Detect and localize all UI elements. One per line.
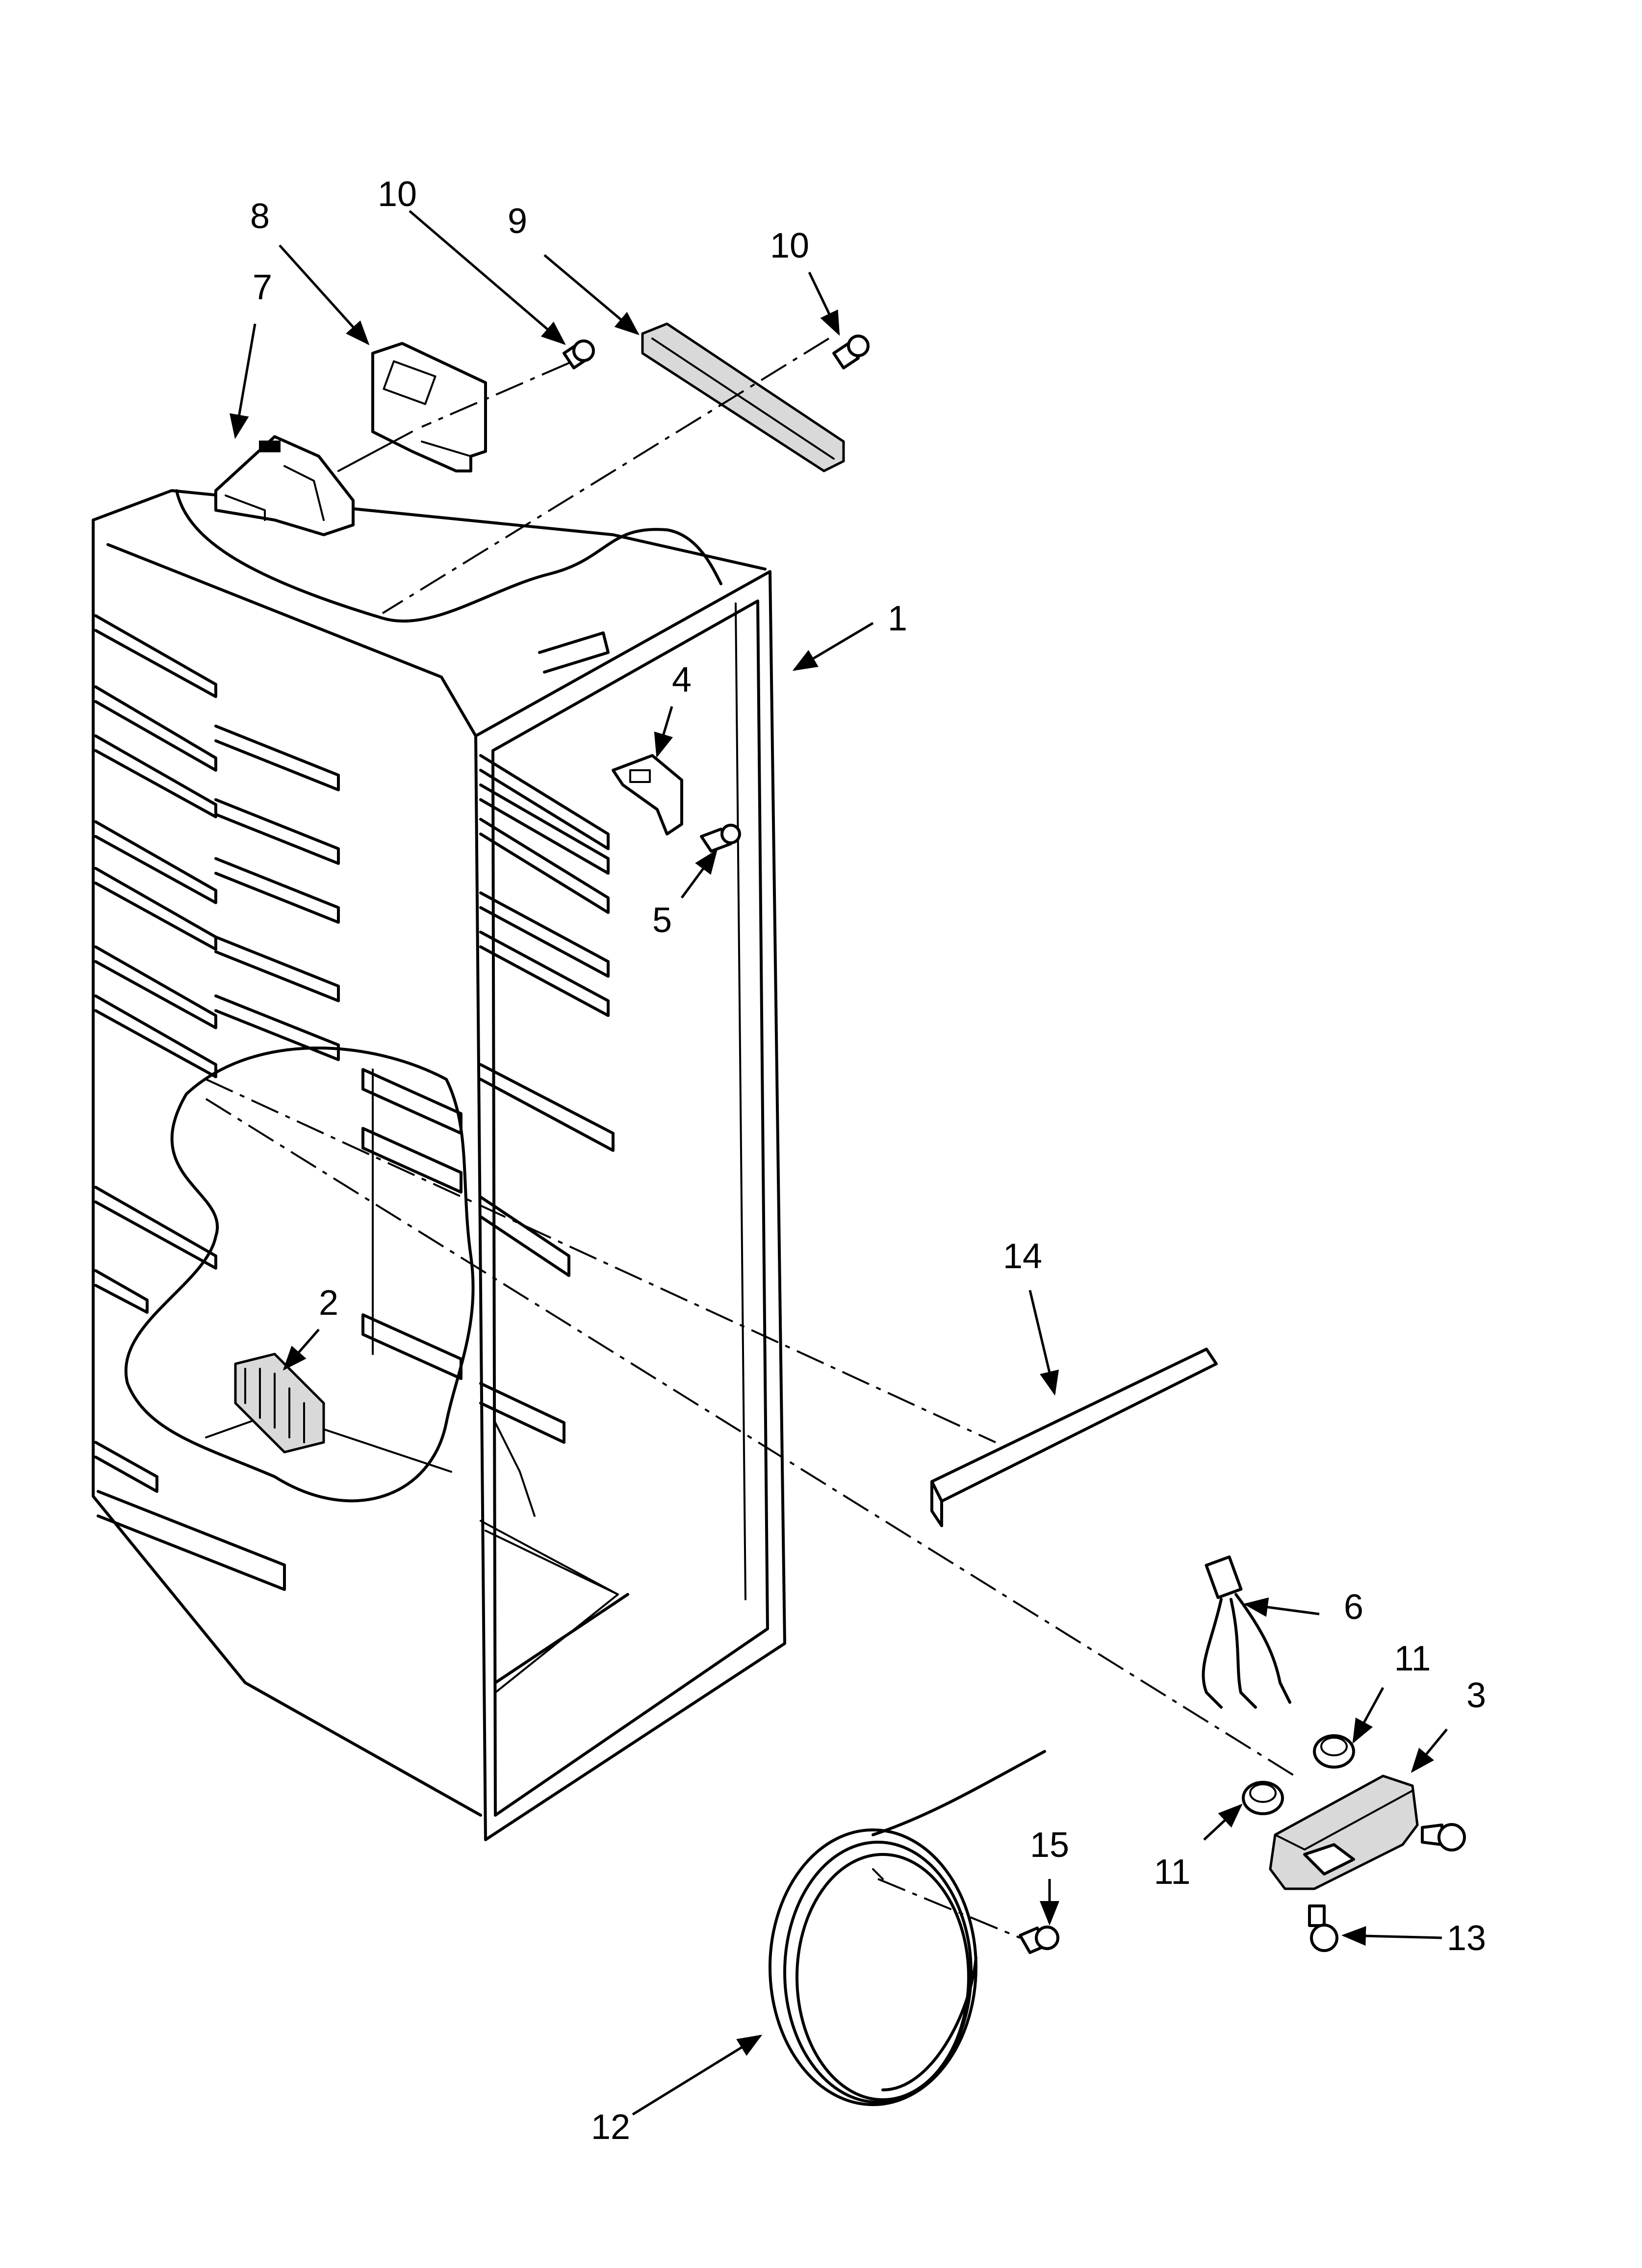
callout-4: 4 xyxy=(672,660,692,700)
light-screw-upper xyxy=(1421,1823,1466,1851)
light-screw-lower xyxy=(1308,1904,1338,1952)
callout-11-lower: 11 xyxy=(1154,1852,1191,1892)
alignment-lines xyxy=(205,338,1296,1939)
callout-6: 6 xyxy=(1344,1588,1363,1627)
callout-14: 14 xyxy=(1003,1237,1042,1276)
vent-grille xyxy=(234,1353,325,1454)
callout-15: 15 xyxy=(1030,1825,1069,1865)
callout-1: 1 xyxy=(888,599,907,638)
right-shelf-rails xyxy=(479,631,615,1444)
callout-10-right: 10 xyxy=(770,226,809,265)
callout-7: 7 xyxy=(253,268,272,307)
grommet-upper xyxy=(1313,1734,1355,1769)
cover-strip xyxy=(930,1348,1218,1527)
inner-rails xyxy=(205,1068,462,1473)
callout-3: 3 xyxy=(1466,1676,1486,1715)
screw-upper-right xyxy=(832,335,870,369)
light-housing xyxy=(1269,1774,1419,1890)
callout-2: 2 xyxy=(319,1283,338,1323)
coiled-tube xyxy=(769,1750,1046,2106)
callout-9: 9 xyxy=(508,202,527,241)
top-cutaway-outline xyxy=(175,489,722,623)
callout-13: 13 xyxy=(1447,1919,1486,1958)
cutaway-outline xyxy=(125,1046,475,1503)
freezer-liner xyxy=(92,489,786,1841)
callout-10-left: 10 xyxy=(378,175,417,214)
leader-arrows xyxy=(230,210,1448,2116)
callout-5: 5 xyxy=(652,901,672,940)
callout-11-upper: 11 xyxy=(1394,1639,1431,1678)
screw-upper-left xyxy=(563,339,595,369)
grommet-lower xyxy=(1242,1781,1284,1815)
screw xyxy=(700,824,741,853)
mounting-plate xyxy=(337,342,487,472)
tube-screw xyxy=(1019,1926,1059,1954)
callout-labels: 1 2 3 4 5 6 7 8 9 10 10 11 11 12 13 14 1… xyxy=(250,175,1486,2147)
control-housing xyxy=(214,435,355,536)
channel-strip xyxy=(641,322,845,472)
callout-8: 8 xyxy=(250,197,270,236)
bracket xyxy=(612,754,683,835)
callout-12: 12 xyxy=(591,2108,630,2147)
wire-harness xyxy=(1202,1555,1291,1709)
left-shelf-rails xyxy=(94,614,340,1591)
